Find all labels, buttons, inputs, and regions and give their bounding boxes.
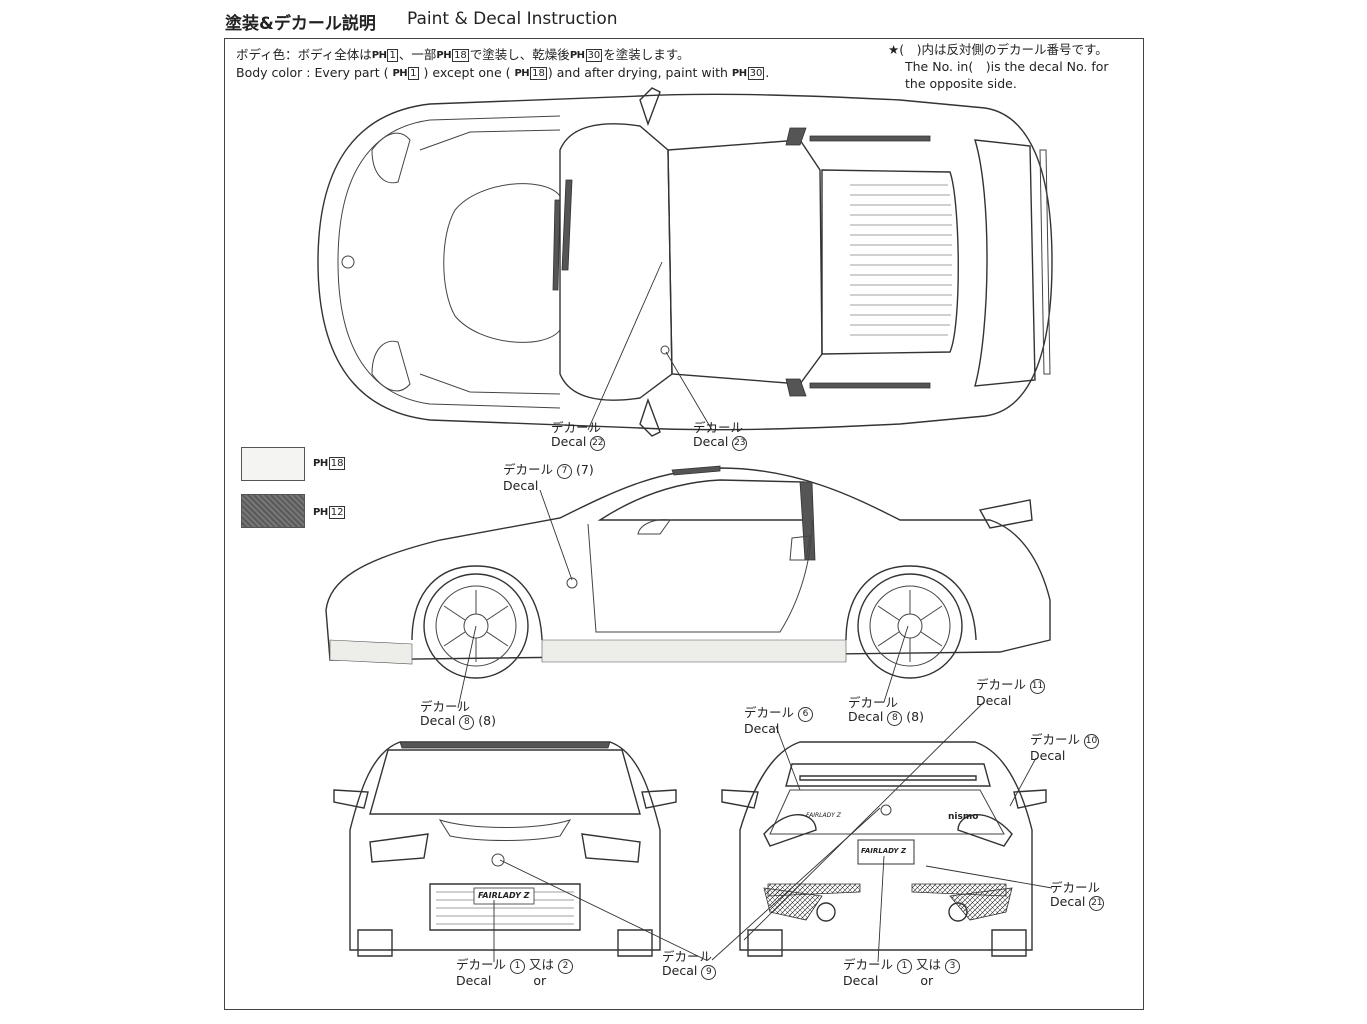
- decal-callout-8-rear: デカール Decal 8 (8): [848, 695, 925, 726]
- swatch-ph18: [241, 447, 305, 481]
- paint-code-after: 30: [585, 49, 603, 62]
- front-plate-text: FAIRLADY Z: [478, 891, 530, 900]
- opposite-side-note: ★( )内は反対側のデカール番号です。 The No. in( )is the …: [888, 41, 1109, 92]
- decal-callout-21: デカール Decal 21: [1050, 880, 1105, 911]
- note-en-1: The No. in( )is the decal No. for: [905, 59, 1109, 74]
- decal-callout-1-or-3: デカール 1 又は 3 Decal or: [843, 958, 960, 988]
- instruction-frame: [224, 38, 1144, 1010]
- decal-callout-23: デカール Decal 23: [693, 420, 748, 451]
- ph-mark: PH: [371, 50, 387, 61]
- decal-callout-10: デカール 10 Decal: [1030, 732, 1099, 763]
- rear-badge-left: FAIRLADY Z: [806, 812, 841, 819]
- decal-callout-6: デカール 6 Decal: [744, 706, 813, 736]
- swatch-ph12: [241, 494, 305, 528]
- decal-callout-22: デカール Decal 22: [551, 420, 606, 451]
- page-title-en: Paint & Decal Instruction: [407, 9, 618, 29]
- rear-plate-text: FAIRLADY Z: [861, 847, 907, 855]
- car-rear-view: [721, 741, 1047, 957]
- decal-callout-9: デカール Decal 9: [662, 950, 717, 980]
- note-jp: ★( )内は反対側のデカール番号です。: [888, 42, 1108, 57]
- car-front-view: [333, 741, 677, 957]
- car-side-view: [325, 465, 1051, 679]
- decal-callout-1-or-2: デカール 1 又は 2 Decal or: [456, 958, 573, 988]
- paint-code-main: 1: [387, 49, 398, 62]
- decal-callout-8-front: デカール Decal 8 (8): [420, 699, 497, 730]
- car-top-view: [317, 87, 1053, 437]
- rear-badge-nismo: nismo: [948, 812, 979, 822]
- leader-lines: [457, 261, 1053, 963]
- decal-callout-7: デカール 7 (7) Decal: [503, 462, 594, 493]
- note-en-2: the opposite side.: [905, 76, 1017, 91]
- decal-callout-11: デカール 11 Decal: [976, 677, 1045, 708]
- page-title-jp: 塗装&デカール説明: [225, 14, 376, 34]
- paint-code-part: 18: [452, 49, 469, 62]
